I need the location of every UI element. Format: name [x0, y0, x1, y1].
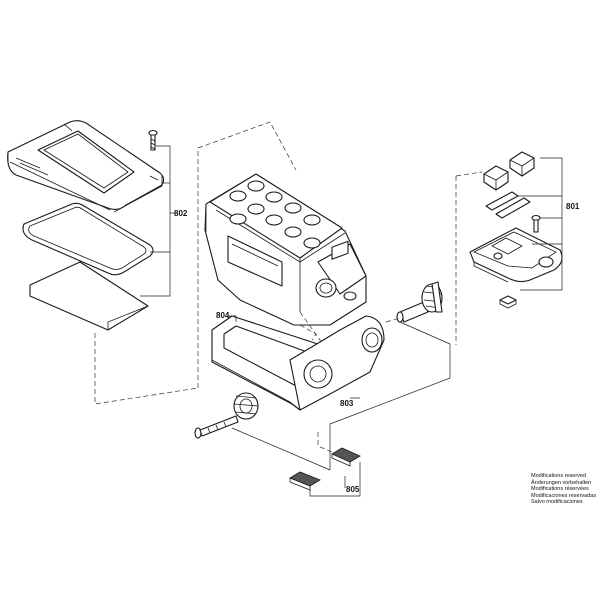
screw-802: [148, 129, 158, 151]
housing-display: [331, 240, 349, 260]
note-line: Modifications reserved: [531, 473, 587, 479]
stand-hub: [303, 359, 333, 389]
screw-801: [531, 214, 541, 233]
knob-right: [396, 281, 443, 323]
cover-sheet: [29, 261, 149, 331]
part-group-805: 805: [289, 447, 361, 497]
stand-frame-804: 804: [211, 311, 385, 411]
screw-803: [194, 415, 239, 439]
note-line: Modifications réservées: [531, 486, 589, 493]
gasket: [22, 202, 154, 276]
battery-cells: [229, 180, 321, 249]
modifications-notice: Modifications reserved Änderungen vorbeh…: [531, 473, 596, 506]
label-804: 804: [216, 311, 230, 320]
battery-housing: [204, 173, 367, 379]
clip-base-plate: [469, 227, 563, 283]
label-801: 801: [566, 202, 580, 211]
label-802: 802: [174, 209, 188, 218]
note-line: Modificaciones reservadas: [531, 492, 597, 499]
label-803: 803: [340, 399, 354, 408]
note-line: Änderungen vorbehalten: [531, 479, 592, 486]
part-group-801: 801: [455, 151, 580, 345]
part-group-802: 802: [7, 120, 297, 405]
cover-frame-window: [37, 130, 135, 194]
note-line: Salvo modificaciones: [531, 499, 583, 506]
knob-left: [194, 392, 259, 439]
label-805: 805: [346, 485, 360, 494]
